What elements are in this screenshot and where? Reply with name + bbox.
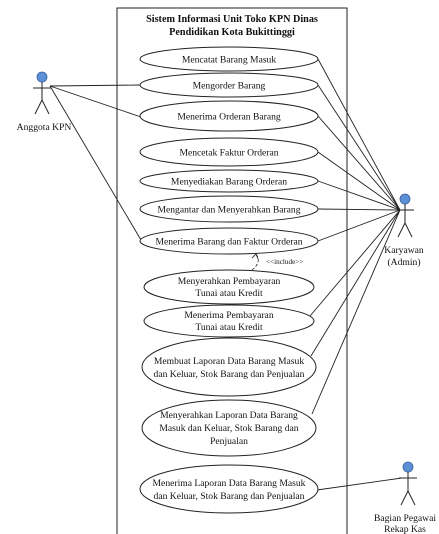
use-case-ellipse [139,227,319,255]
use-case-label-line-1: Menyerahkan Pembayaran [178,276,281,287]
use-case-uc10[interactable]: Membuat Laporan Data Barang Masuk dan Ke… [141,337,317,397]
use-case-label: Mengantar dan Menyerahkan Barang [157,205,300,216]
use-case-ellipse [139,195,319,223]
actor-right-leg [407,490,416,506]
association-line-karyawan-uc2 [317,84,401,211]
actor-right-leg [41,99,50,115]
association-line-karyawan-uc3 [317,115,401,211]
use-case-label: Mencatat Barang Masuk [182,55,277,66]
actor-anggota-kpn[interactable]: Anggota KPN [17,71,72,133]
association-line-karyawan-uc10 [310,209,401,357]
use-case-ellipse [139,46,319,72]
use-case-ellipse [143,269,315,305]
use-case-label-line-1: Menyerahkan Laporan Data Barang [160,410,298,421]
use-case-uc5[interactable]: Menyediakan Barang Orderan [139,169,319,193]
use-case-uc4[interactable]: Mencetak Faktur Orderan [139,137,319,167]
use-case-label-line-2: Tunai atau Kredit [195,322,263,333]
use-case-label-line-3: Penjualan [210,436,248,447]
actor-label-line-1: Anggota KPN [17,122,72,133]
association-line-karyawan-uc5 [317,180,401,211]
use-case-ellipse [141,399,317,457]
use-case-label-line-2: Masuk dan Keluar, Stok Barang dan [159,423,298,434]
system-boundary: Sistem Informasi Unit Toko KPN Dinas Pen… [116,7,348,534]
actor-left-leg [34,99,43,115]
use-case-ellipse [139,72,319,98]
include-relationship: <<include>> [251,253,303,271]
use-case-label: Mencetak Faktur Orderan [179,148,278,159]
include-arrowhead [251,253,259,260]
use-case-ellipse [139,169,319,193]
use-case-uc7[interactable]: Menerima Barang dan Faktur Orderan [139,227,319,255]
use-case-ellipse [139,137,319,167]
use-case-ellipse [143,304,315,338]
use-case-label-line-2: Tunai atau Kredit [195,288,263,299]
use-case-uc3[interactable]: Menerima Orderan Barang [139,100,319,132]
use-case-label: Menyediakan Barang Orderan [171,177,287,188]
use-case-label-line-1: Membuat Laporan Data Barang Masuk [154,356,304,367]
use-case-ellipse [139,464,319,514]
association-line-karyawan-uc9 [309,209,401,317]
use-case-uc1[interactable]: Mencatat Barang Masuk [139,46,319,72]
use-case-label: Menerima Orderan Barang [177,112,281,123]
use-case-label-line-1: Menerima Laporan Data Barang Masuk [153,478,306,489]
actor-head [402,461,414,473]
actor-left-leg [400,490,409,506]
use-case-uc6[interactable]: Mengantar dan Menyerahkan Barang [139,195,319,223]
use-case-ellipse [139,100,319,132]
actor-karyawan-admin[interactable]: Karyawan (Admin) [384,193,424,268]
association-line-anggota-uc2 [49,84,141,87]
actor-label-line-1: Bagian Pegawai [374,513,436,524]
actor-label-line-2: (Admin) [387,257,420,268]
actor-label-line-1: Karyawan [384,245,424,256]
actor-right-leg [404,222,413,238]
actor-head [399,193,411,205]
use-case-uc2[interactable]: Mengorder Barang [139,72,319,98]
actor-bagian-pegawai-rekap-kas[interactable]: Bagian Pegawai Rekap Kas [374,461,436,534]
system-title-line-1: Sistem Informasi Unit Toko KPN Dinas [146,14,318,25]
association-line-anggota-uc3 [49,85,142,118]
use-case-uc9[interactable]: Menerima Pembayaran Tunai atau Kredit [143,304,315,338]
use-case-label-line-1: Menerima Pembayaran [184,310,273,321]
association-lines [49,58,403,491]
association-line-karyawan-uc7 [317,209,401,242]
actor-label-line-2: Rekap Kas [384,524,426,534]
use-case-label-line-2: dan Keluar, Stok Barang dan Penjualan [154,491,305,502]
use-case-uc12[interactable]: Menerima Laporan Data Barang Masuk dan K… [139,464,319,514]
system-title-line-2: Pendidikan Kota Bukittinggi [169,27,295,38]
association-line-karyawan-uc4 [317,151,401,211]
use-case-ellipse [141,337,317,397]
association-line-karyawan-uc11 [311,209,401,415]
include-label: <<include>> [266,258,303,266]
use-case-label: Mengorder Barang [193,81,266,92]
use-case-uc8[interactable]: Menyerahkan Pembayaran Tunai atau Kredit [143,269,315,305]
association-line-anggota-uc7 [49,85,142,241]
association-line-karyawan-uc1 [317,58,401,211]
use-case-uc11[interactable]: Menyerahkan Laporan Data Barang Masuk da… [141,399,317,457]
association-line-karyawan-uc6 [317,208,401,211]
use-case-label: Menerima Barang dan Faktur Orderan [155,237,302,248]
actor-head [36,71,48,83]
use-case-label-line-2: dan Keluar, Stok Barang dan Penjualan [154,369,305,380]
system-boundary-box [116,7,348,534]
association-line-pegawai-uc12 [316,477,403,491]
actor-left-leg [397,222,406,238]
